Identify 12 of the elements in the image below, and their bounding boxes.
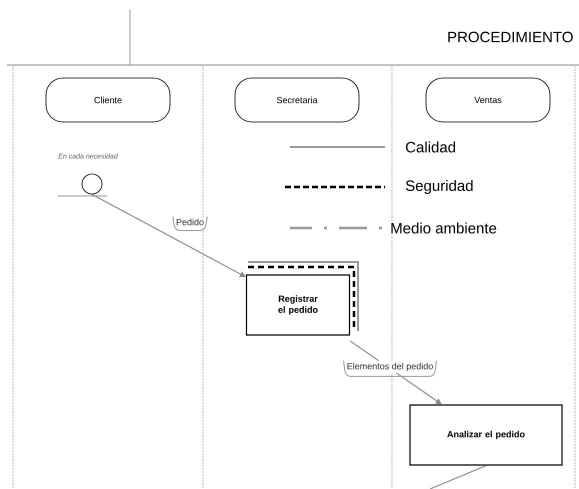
legend-label: Calidad [404, 140, 458, 154]
legend-label: Seguridad [404, 179, 475, 195]
legend-label: Medio ambiente [389, 221, 498, 234]
lane-header: Cliente [46, 78, 170, 122]
edge-label: Elementos del pedido [343, 360, 437, 377]
task-box: Registrar el pedido [246, 261, 359, 336]
start-event [58, 174, 108, 196]
lane-header: Secretaria [234, 78, 360, 122]
lane-header: Ventas [426, 78, 550, 122]
title: PROCEDIMIENTO [448, 32, 573, 42]
task-box: Analizar el pedido [409, 404, 563, 466]
edge-label: Pedido [172, 216, 208, 231]
